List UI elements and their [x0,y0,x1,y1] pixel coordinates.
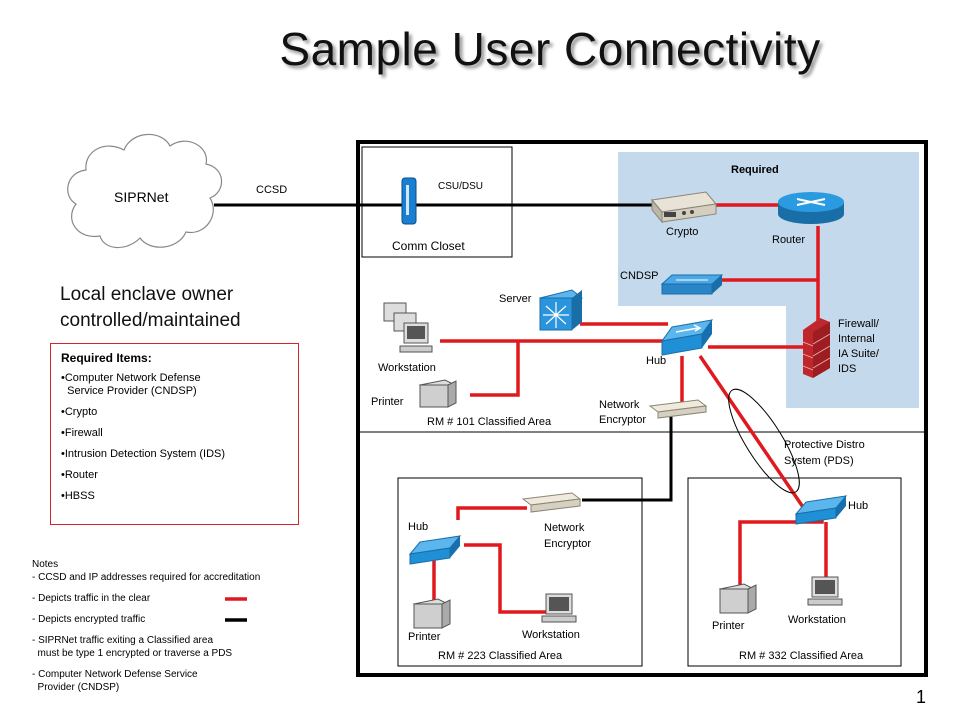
workstation-101-icon [383,302,433,353]
workstation-101-label: Workstation [378,362,436,374]
network-encryptor-main-label: Encryptor [599,414,647,426]
required-item: •Firewall [61,427,103,439]
firewall-label-line: Internal [838,333,875,345]
clear-traffic-lines [432,203,828,614]
printer-101-label: Printer [371,396,404,408]
hub-223-label: Hub [408,521,429,533]
notes-line: - Computer Network Defense Service [32,669,198,680]
network-encryptor-main-label: Network [599,399,640,411]
enclave-boundary [356,140,928,677]
notes-line: - SIPRNet traffic exiting a Classified a… [32,635,214,646]
workstation-223-icon [541,593,577,623]
required-item: •HBSS [61,490,95,502]
required-item: •Computer Network Defense [61,372,201,384]
siprnet-label: SIPRNet [114,189,169,205]
workstation-332-label: Workstation [788,614,846,626]
notes-line: must be type 1 encrypted or traverse a P… [32,648,233,659]
room-223-box [397,477,643,667]
cndsp-label: CNDSP [620,270,659,282]
enclave-line-1: Local enclave owner [60,284,234,305]
hub-main-label: Hub [646,355,667,367]
pds-label: System (PDS) [784,455,854,467]
server-icon [538,289,584,331]
comm-closet-label: Comm Closet [392,239,465,253]
firewall-label-line: Firewall/ [838,318,879,330]
printer-223-icon [412,598,451,629]
siprnet-cloud-icon [67,133,223,249]
network-encryptor-main-icon [648,399,708,419]
notes-heading: Notes [32,559,59,570]
notes-section: Notes - CCSD and IP addresses required f… [32,558,260,694]
network-encryptor-223-label: Network [544,522,585,534]
network-encryptor-223-label: Encryptor [544,538,592,550]
required-item: Service Provider (CNDSP) [61,385,197,397]
router-icon [778,192,844,224]
network-encryptor-223-icon [521,492,582,513]
required-label: Required [731,164,779,176]
router-label: Router [772,234,806,246]
firewall-icon [802,318,831,378]
crypto-label: Crypto [666,226,699,238]
notes-line: Provider (CNDSP) [32,682,120,693]
required-items-box: Required Items: •Computer Network Defens… [50,343,299,525]
cndsp-icon [660,274,724,295]
hub-223-icon [408,535,462,565]
hub-332-icon [794,495,848,525]
workstation-332-icon [807,576,843,606]
pds-label: Protective Distro [784,439,865,451]
hub-main-icon [660,319,714,356]
area-223-label: RM # 223 Classified Area [438,650,563,662]
firewall-label-line: IA Suite/ [838,348,879,360]
required-item: •Crypto [61,406,98,418]
required-item: •Router [61,469,98,481]
printer-101-icon [418,379,457,408]
csu-dsu-label: CSU/DSU [438,181,484,192]
notes-line: - CCSD and IP addresses required for acc… [32,572,261,583]
csu-dsu-icon [401,177,417,225]
required-items-title: Required Items: [61,351,152,365]
notes-line: - Depicts traffic in the clear [32,593,151,604]
printer-332-label: Printer [712,620,745,632]
pds-ellipse [728,388,800,494]
firewall-label-line: IDS [838,363,857,375]
printer-223-label: Printer [408,631,441,643]
workstation-223-label: Workstation [522,629,580,641]
hub-332-label: Hub [848,500,869,512]
area-332-label: RM # 332 Classified Area [739,650,864,662]
comm-closet-box [361,146,513,258]
ccsd-label: CCSD [256,184,288,196]
notes-line: - Depicts encrypted traffic [32,614,146,625]
area-101-label: RM # 101 Classified Area [427,416,552,428]
enclave-line-2: controlled/maintained [60,310,241,331]
room-332-box [687,477,902,667]
server-label: Server [499,293,532,305]
crypto-icon [651,191,717,224]
printer-332-icon [718,583,757,614]
page-number: 1 [915,687,926,707]
required-item: •Intrusion Detection System (IDS) [61,448,226,460]
page-title: Sample User Connectivity [279,23,821,75]
